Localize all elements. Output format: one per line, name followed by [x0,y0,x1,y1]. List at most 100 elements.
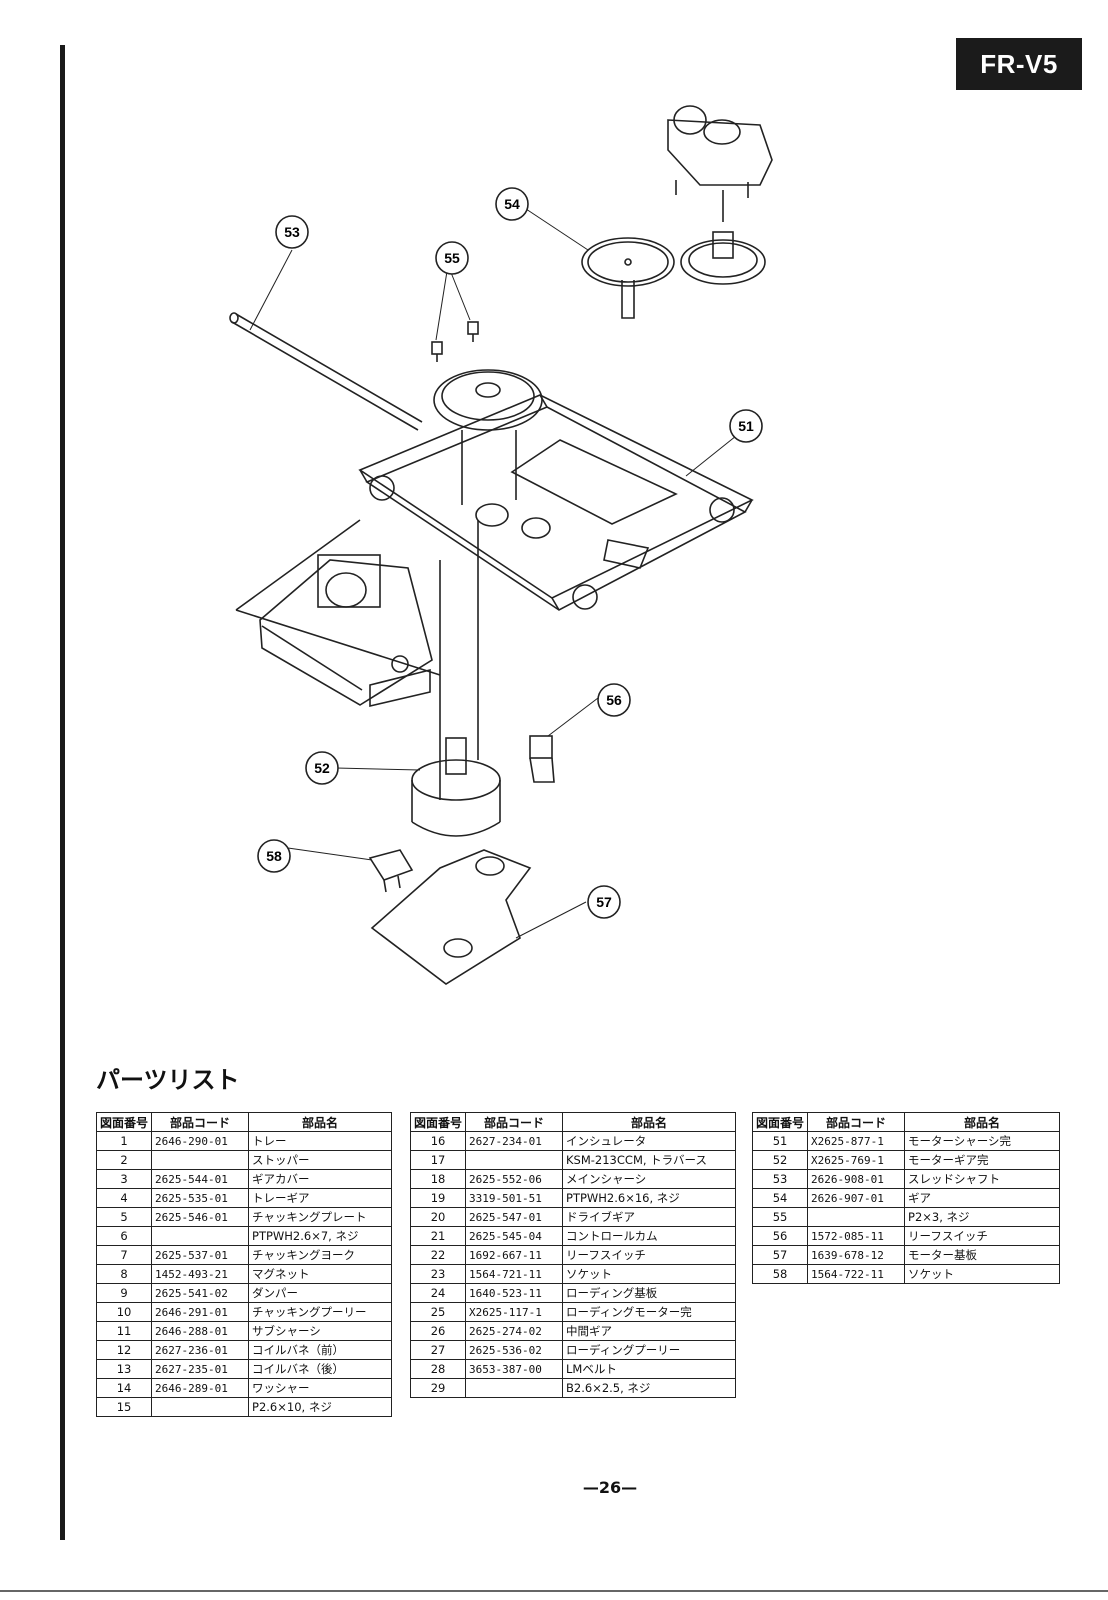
part-name-cell: ダンパー [248,1283,392,1303]
part-name-cell: コイルバネ（後） [248,1359,392,1379]
part-name-cell: マグネット [248,1264,392,1284]
part-name-cell: ワッシャー [248,1378,392,1398]
part-code-cell: 2625-545-04 [465,1226,564,1246]
column-header: 部品コード [151,1112,250,1132]
socket-part [368,849,414,893]
motor-chassis-part [358,369,754,611]
part-code-cell [807,1207,906,1227]
part-name-cell: リーフスイッチ [904,1226,1060,1246]
part-code-cell: X2625-117-1 [465,1302,564,1322]
part-code-cell [151,1397,250,1417]
sled-shaft-part [229,312,423,431]
figure-number-cell: 12 [95,1340,153,1360]
callout-55: 55 [435,241,469,275]
top-cover-part [667,105,773,198]
part-name-cell: コントロールカム [562,1226,736,1246]
part-code-cell: 2625-552-06 [465,1169,564,1189]
table-header-row: 図面番号部品コード部品名 [95,1112,392,1132]
part-name-cell: チャッキングプーリー [248,1302,392,1322]
figure-number-cell: 17 [409,1150,467,1170]
part-code-cell: 2625-541-02 [151,1283,250,1303]
column-header: 部品名 [562,1112,736,1132]
part-name-cell: チャッキングプレート [248,1207,392,1227]
part-name-cell: メインシャーシ [562,1169,736,1189]
figure-number-cell: 24 [409,1283,467,1303]
table-row: 29 B2.6×2.5, ネジ [409,1378,736,1398]
part-name-cell: PTPWH2.6×16, ネジ [562,1188,736,1208]
svg-text:57: 57 [596,894,612,910]
figure-number-cell: 18 [409,1169,467,1189]
part-code-cell [151,1150,250,1170]
scan-edge-line [0,1590,1108,1592]
svg-text:56: 56 [606,692,622,708]
callout-leaders [249,204,737,939]
part-name-cell: モーターギア完 [904,1150,1060,1170]
part-code-cell: 1564-722-11 [807,1264,906,1284]
figure-number-cell: 55 [751,1207,809,1227]
figure-number-cell: 53 [751,1169,809,1189]
callout-57: 57 [587,885,621,919]
part-code-cell: 2646-289-01 [151,1378,250,1398]
part-code-cell: 1692-667-11 [465,1245,564,1265]
figure-number-cell: 52 [751,1150,809,1170]
figure-number-cell: 10 [95,1302,153,1322]
part-name-cell: ギアカバー [248,1169,392,1189]
part-code-cell [465,1378,564,1398]
figure-number-cell: 56 [751,1226,809,1246]
part-code-cell: 2627-235-01 [151,1359,250,1379]
figure-number-cell: 14 [95,1378,153,1398]
part-name-cell: ストッパー [248,1150,392,1170]
callout-53: 53 [275,215,309,249]
part-code-cell: 2646-290-01 [151,1131,250,1151]
part-code-cell: 2625-536-02 [465,1340,564,1360]
part-code-cell: 2626-907-01 [807,1188,906,1208]
svg-text:58: 58 [266,848,282,864]
part-name-cell: コイルバネ（前） [248,1340,392,1360]
part-name-cell: インシュレータ [562,1131,736,1151]
part-name-cell: 中間ギア [562,1321,736,1341]
svg-text:53: 53 [284,224,300,240]
part-code-cell [151,1226,250,1246]
figure-number-cell: 2 [95,1150,153,1170]
figure-number-cell: 54 [751,1188,809,1208]
figure-number-cell: 26 [409,1321,467,1341]
figure-number-cell: 57 [751,1245,809,1265]
part-name-cell: B2.6×2.5, ネジ [562,1378,736,1398]
part-name-cell: ドライブギア [562,1207,736,1227]
part-code-cell: 2625-544-01 [151,1169,250,1189]
figure-number-cell: 15 [95,1397,153,1417]
part-code-cell: 2625-537-01 [151,1245,250,1265]
figure-number-cell: 9 [95,1283,153,1303]
svg-text:54: 54 [504,196,520,212]
figure-number-cell: 29 [409,1378,467,1398]
column-header: 部品名 [904,1112,1060,1132]
part-name-cell: LMベルト [562,1359,736,1379]
part-code-cell: 2626-908-01 [807,1169,906,1189]
part-name-cell: チャッキングヨーク [248,1245,392,1265]
part-name-cell: トレー [248,1131,392,1151]
part-name-cell: ギア [904,1188,1060,1208]
part-name-cell: モーターシャーシ完 [904,1131,1060,1151]
column-header: 部品コード [465,1112,564,1132]
figure-number-cell: 6 [95,1226,153,1246]
part-code-cell: 1452-493-21 [151,1264,250,1284]
svg-text:52: 52 [314,760,330,776]
part-name-cell: サブシャーシ [248,1321,392,1341]
